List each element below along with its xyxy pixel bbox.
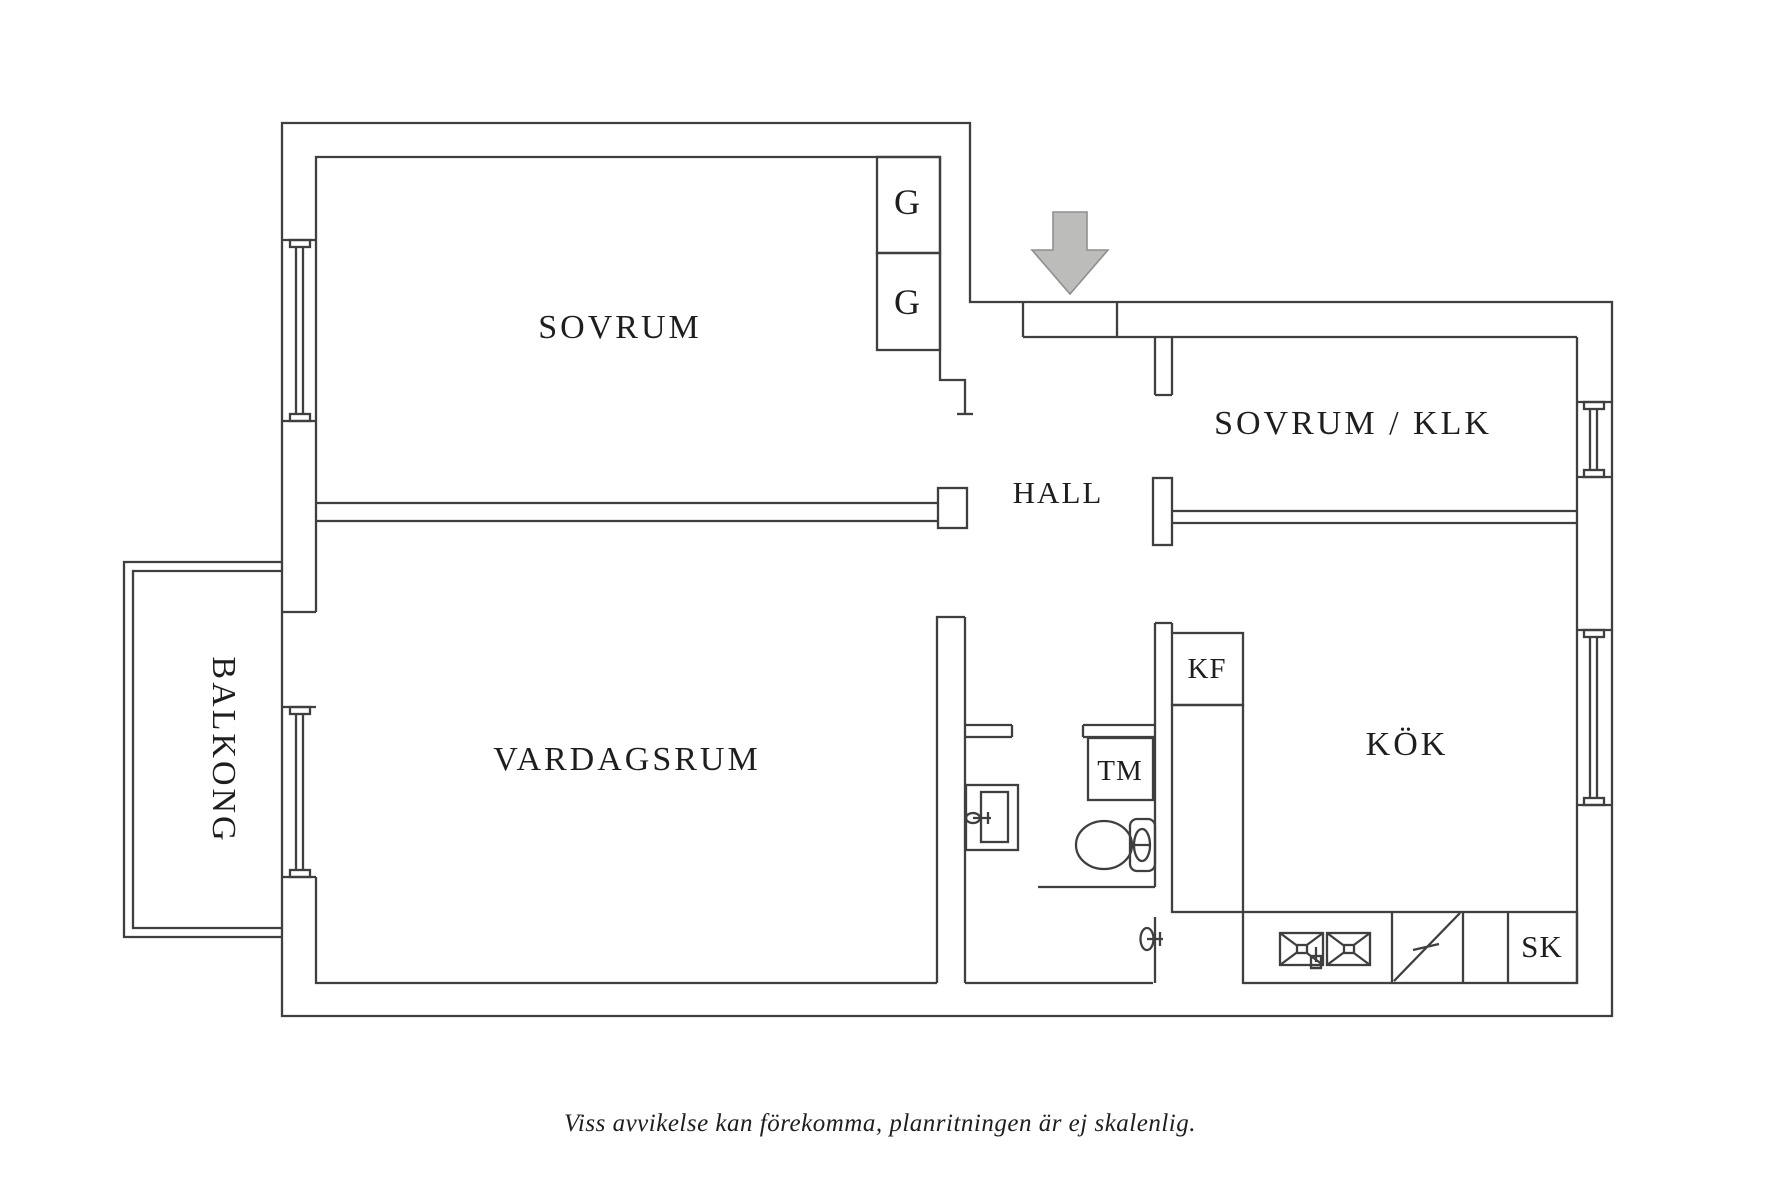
window-sovrum xyxy=(282,238,316,423)
labels: SOVRUM SOVRUM / KLK HALL VARDAGSRUM KÖK … xyxy=(205,182,1563,1137)
room-label-sovrum-klk: SOVRUM / KLK xyxy=(1214,405,1492,442)
outer-wall xyxy=(280,121,1614,1018)
label-kf: KF xyxy=(1187,653,1226,685)
entry-arrow-icon xyxy=(1030,211,1110,296)
balcony-outline xyxy=(122,560,283,939)
wall-klk-left-upper xyxy=(1153,337,1174,397)
wall-klk-left-lower xyxy=(1151,476,1174,547)
door-handle-icon xyxy=(1139,926,1163,952)
label-tm: TM xyxy=(1097,755,1143,787)
label-sk: SK xyxy=(1521,929,1563,964)
washing-machine-tm xyxy=(1086,736,1155,802)
inner-wall-sovrum xyxy=(314,155,967,612)
label-wardrobe-g-top: G xyxy=(894,182,920,222)
window-vardagsrum xyxy=(282,705,316,879)
wall-bathroom-kitchen xyxy=(1153,621,1174,983)
room-label-vardagsrum: VARDAGSRUM xyxy=(493,741,760,778)
bathroom-top-wall xyxy=(1081,723,1155,739)
stove-icon xyxy=(1393,912,1461,982)
disclaimer-caption: Viss avvikelse kan förekomma, planritnin… xyxy=(564,1110,1196,1137)
label-wardrobe-g-bottom: G xyxy=(894,282,920,322)
tall-cabinet xyxy=(1170,703,1245,914)
wall-sovrum-vardagsrum xyxy=(316,501,938,523)
room-label-balkong: BALKONG xyxy=(205,656,242,843)
room-label-kok: KÖK xyxy=(1366,726,1449,763)
room-label-hall: HALL xyxy=(1013,475,1104,510)
window-kok xyxy=(1577,628,1612,807)
wall-end-cap xyxy=(936,486,969,530)
bathroom-partition-stub xyxy=(965,723,1014,739)
kitchen-counter xyxy=(1241,910,1579,985)
kitchen-sink-icon xyxy=(1278,931,1372,967)
bathroom-sink-icon xyxy=(964,783,1020,852)
floorplan-lines xyxy=(122,121,1614,1018)
wall-klk-kok xyxy=(1172,509,1577,525)
room-label-sovrum: SOVRUM xyxy=(538,309,701,346)
inner-wall-vardagsrum xyxy=(314,877,937,985)
entry-door-jambs xyxy=(1021,302,1119,337)
kitchen-faucet-icon xyxy=(1309,947,1323,970)
toilet-icon xyxy=(1074,817,1157,873)
window-klk xyxy=(1577,400,1612,479)
wardrobe-g-bottom xyxy=(875,251,942,352)
